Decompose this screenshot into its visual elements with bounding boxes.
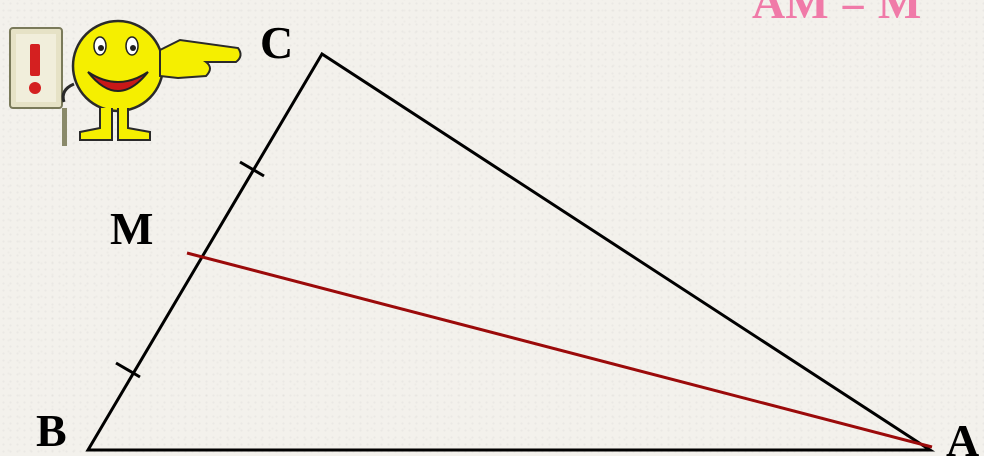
vertex-label-c: C <box>260 17 293 68</box>
tick-mark-upper <box>239 160 265 178</box>
tick-mark-lower <box>115 361 141 379</box>
smiley-pointing-icon <box>9 19 242 146</box>
median-am <box>186 251 933 449</box>
vertex-label-m: M <box>110 203 153 254</box>
header-text: AM = M <box>752 0 921 28</box>
vertex-label-b: B <box>36 405 67 456</box>
vertex-label-a: A <box>946 415 979 456</box>
triangle-abc <box>85 51 936 452</box>
